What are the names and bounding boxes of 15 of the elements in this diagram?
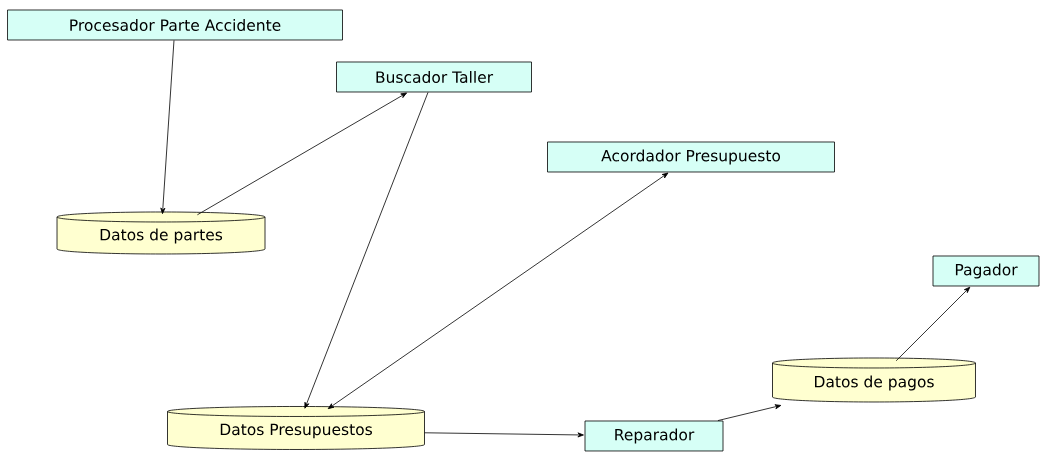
arrow [160,40,175,215]
arrow [717,404,782,421]
process-box: Buscador Taller [336,61,532,93]
arrow [327,172,669,410]
database-cylinder: Datos de pagos [772,357,976,403]
database-cylinder: Datos Presupuestos [167,406,425,450]
process-box: Pagador [932,255,1040,287]
process-box: Acordador Presupuesto [547,141,835,173]
arrow [424,432,584,438]
process-box: Reparador [584,420,724,452]
arrow [197,92,407,216]
arrow [895,286,971,362]
arrow [304,92,429,409]
process-box: Procesador Parte Accidente [7,9,343,41]
database-cylinder: Datos de partes [56,211,266,255]
